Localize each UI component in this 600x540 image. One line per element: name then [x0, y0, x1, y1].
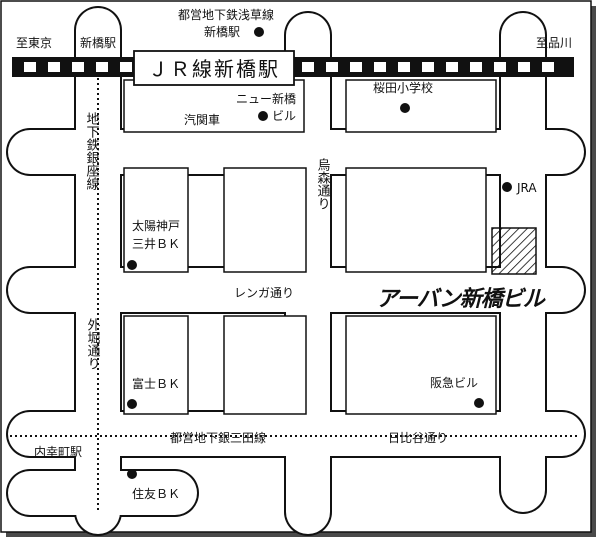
jr-shimbashi-station: ＪＲ線新橋駅: [148, 57, 280, 81]
label-urban-shimbashi-building: アーバン新橋ビル: [376, 286, 546, 312]
label-jra: JRA: [516, 181, 537, 195]
label-sotobori-dori: 外堀通り: [85, 318, 101, 370]
label-sumitomo-bk: 住友ＢＫ: [132, 487, 180, 501]
label-uchisaiwaicho-station: 内幸町駅: [34, 445, 82, 459]
label-to-tokyo: 至東京: [16, 36, 52, 50]
city-blocks: [123, 79, 497, 415]
label-taiyo-kobe-2: 三井ＢＫ: [132, 237, 180, 251]
landmark-markers: [127, 27, 512, 479]
label-steam-locomotive: 汽関車: [184, 112, 220, 127]
label-sakurada-school: 桜田小学校: [373, 80, 433, 95]
label-karasumori-dori: 烏森通り: [315, 157, 331, 210]
label-renga-dori: レンガ通り: [234, 286, 294, 300]
label-hibiya-dori: 日比谷通り: [388, 431, 448, 445]
label-fuji-bk: 富士ＢＫ: [132, 376, 180, 391]
label-hankyu-building: 阪急ビル: [430, 375, 478, 390]
label-subway-ginza-line: 地下鉄銀座線: [84, 112, 100, 190]
label-subway-shimbashi-station: 新橋駅: [204, 24, 240, 39]
label-shimbashi-station: 新橋駅: [80, 35, 116, 50]
subway-lines: [10, 78, 580, 512]
label-subway-asakusa-line: 都営地下鉄浅草線: [178, 7, 274, 22]
road-network: [6, 6, 586, 536]
label-subway-mita-line: 都営地下銀三田線: [170, 430, 266, 445]
label-to-shinagawa: 至品川: [536, 36, 572, 50]
label-taiyo-kobe-1: 太陽神戸: [132, 218, 180, 233]
urban-shimbashi-site: [491, 227, 537, 275]
label-new-shimbashi-building-2: ビル: [272, 109, 296, 123]
jr-shimbashi-station-box: [133, 50, 295, 86]
label-new-shimbashi-building-1: ニュー新橋: [236, 91, 296, 106]
